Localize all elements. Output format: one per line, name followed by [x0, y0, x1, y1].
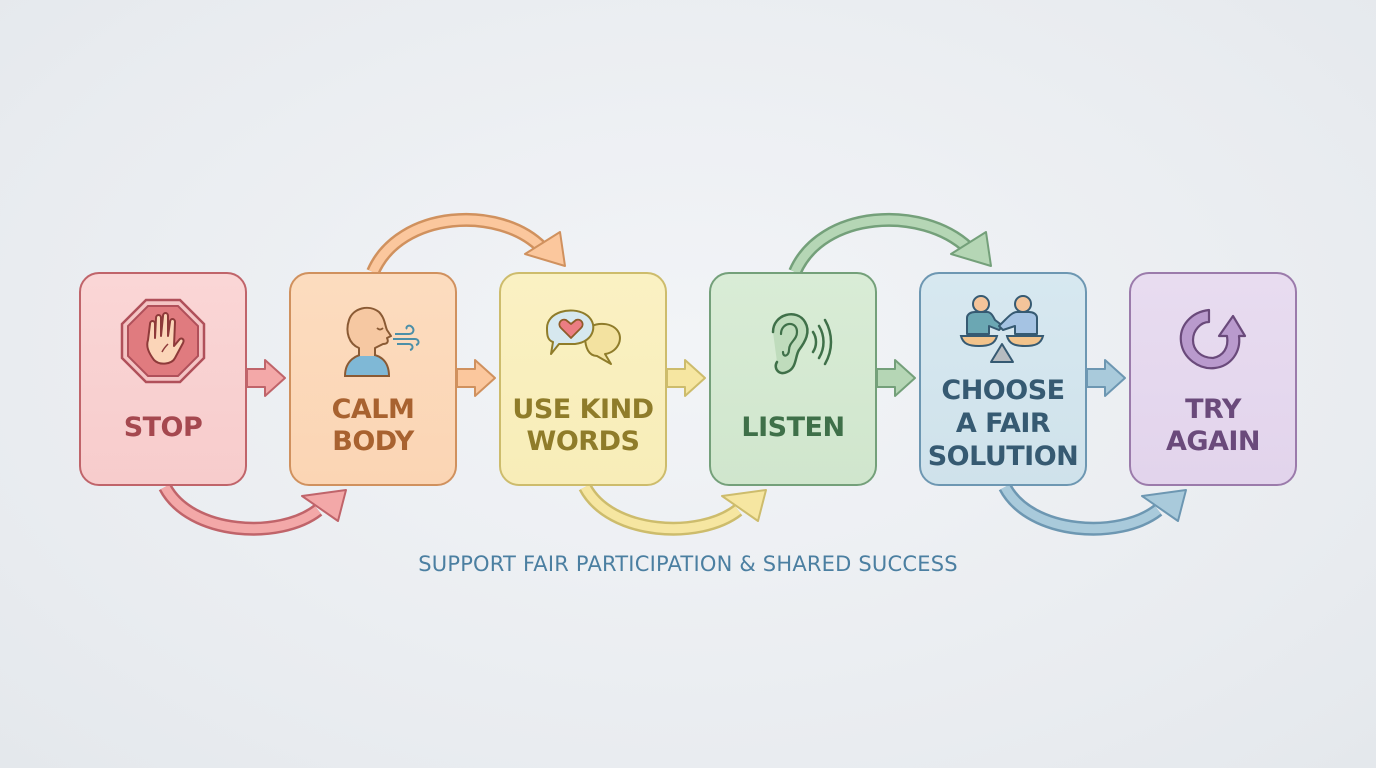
step-label-line: SOLUTION — [927, 441, 1079, 472]
curved-arrow-words-to-listen — [578, 483, 767, 536]
step-label-line: USE KIND — [512, 394, 654, 425]
straight-arrow-4 — [876, 359, 916, 397]
step-label-line: STOP — [123, 412, 203, 443]
ear-icon — [711, 296, 875, 386]
handshake-balance-icon — [921, 290, 1085, 380]
step-card-stop: STOP — [79, 272, 247, 486]
curved-arrow-stop-to-body — [158, 483, 347, 536]
breathing-person-icon — [291, 296, 455, 386]
step-label: LISTEN — [711, 412, 875, 444]
step-card-choose-fair-solution: CHOOSE A FAIR SOLUTION — [919, 272, 1087, 486]
step-label: CALM BODY — [291, 394, 455, 458]
straight-arrow-3 — [666, 359, 706, 397]
straight-arrow-1 — [246, 359, 286, 397]
step-label-line: AGAIN — [1165, 426, 1261, 457]
step-label: USE KIND WORDS — [501, 394, 665, 458]
footer-caption: SUPPORT FAIR PARTICIPATION & SHARED SUCC… — [418, 552, 958, 576]
step-label-line: A FAIR — [955, 408, 1051, 439]
step-label: CHOOSE A FAIR SOLUTION — [921, 374, 1085, 473]
step-label: STOP — [81, 412, 245, 444]
step-label-line: TRY — [1185, 394, 1241, 425]
step-label: TRY AGAIN — [1131, 394, 1295, 458]
stop-hand-icon — [81, 296, 245, 386]
step-card-calm-body: CALM BODY — [289, 272, 457, 486]
straight-arrow-2 — [456, 359, 496, 397]
step-card-listen: LISTEN — [709, 272, 877, 486]
straight-arrow-5 — [1086, 359, 1126, 397]
step-label-line: LISTEN — [741, 412, 845, 443]
step-label-line: BODY — [332, 426, 414, 457]
step-label-line: CHOOSE — [941, 375, 1065, 406]
curved-arrow-solution-to-try — [998, 483, 1187, 536]
curved-arrow-body-to-words — [366, 212, 566, 276]
step-card-use-kind-words: USE KIND WORDS — [499, 272, 667, 486]
step-label-line: CALM — [331, 394, 415, 425]
curved-arrow-listen-to-solution — [788, 212, 992, 276]
retry-arrow-icon — [1131, 296, 1295, 386]
step-card-try-again: TRY AGAIN — [1129, 272, 1297, 486]
speech-bubbles-heart-icon — [501, 296, 665, 386]
step-label-line: WORDS — [526, 426, 640, 457]
